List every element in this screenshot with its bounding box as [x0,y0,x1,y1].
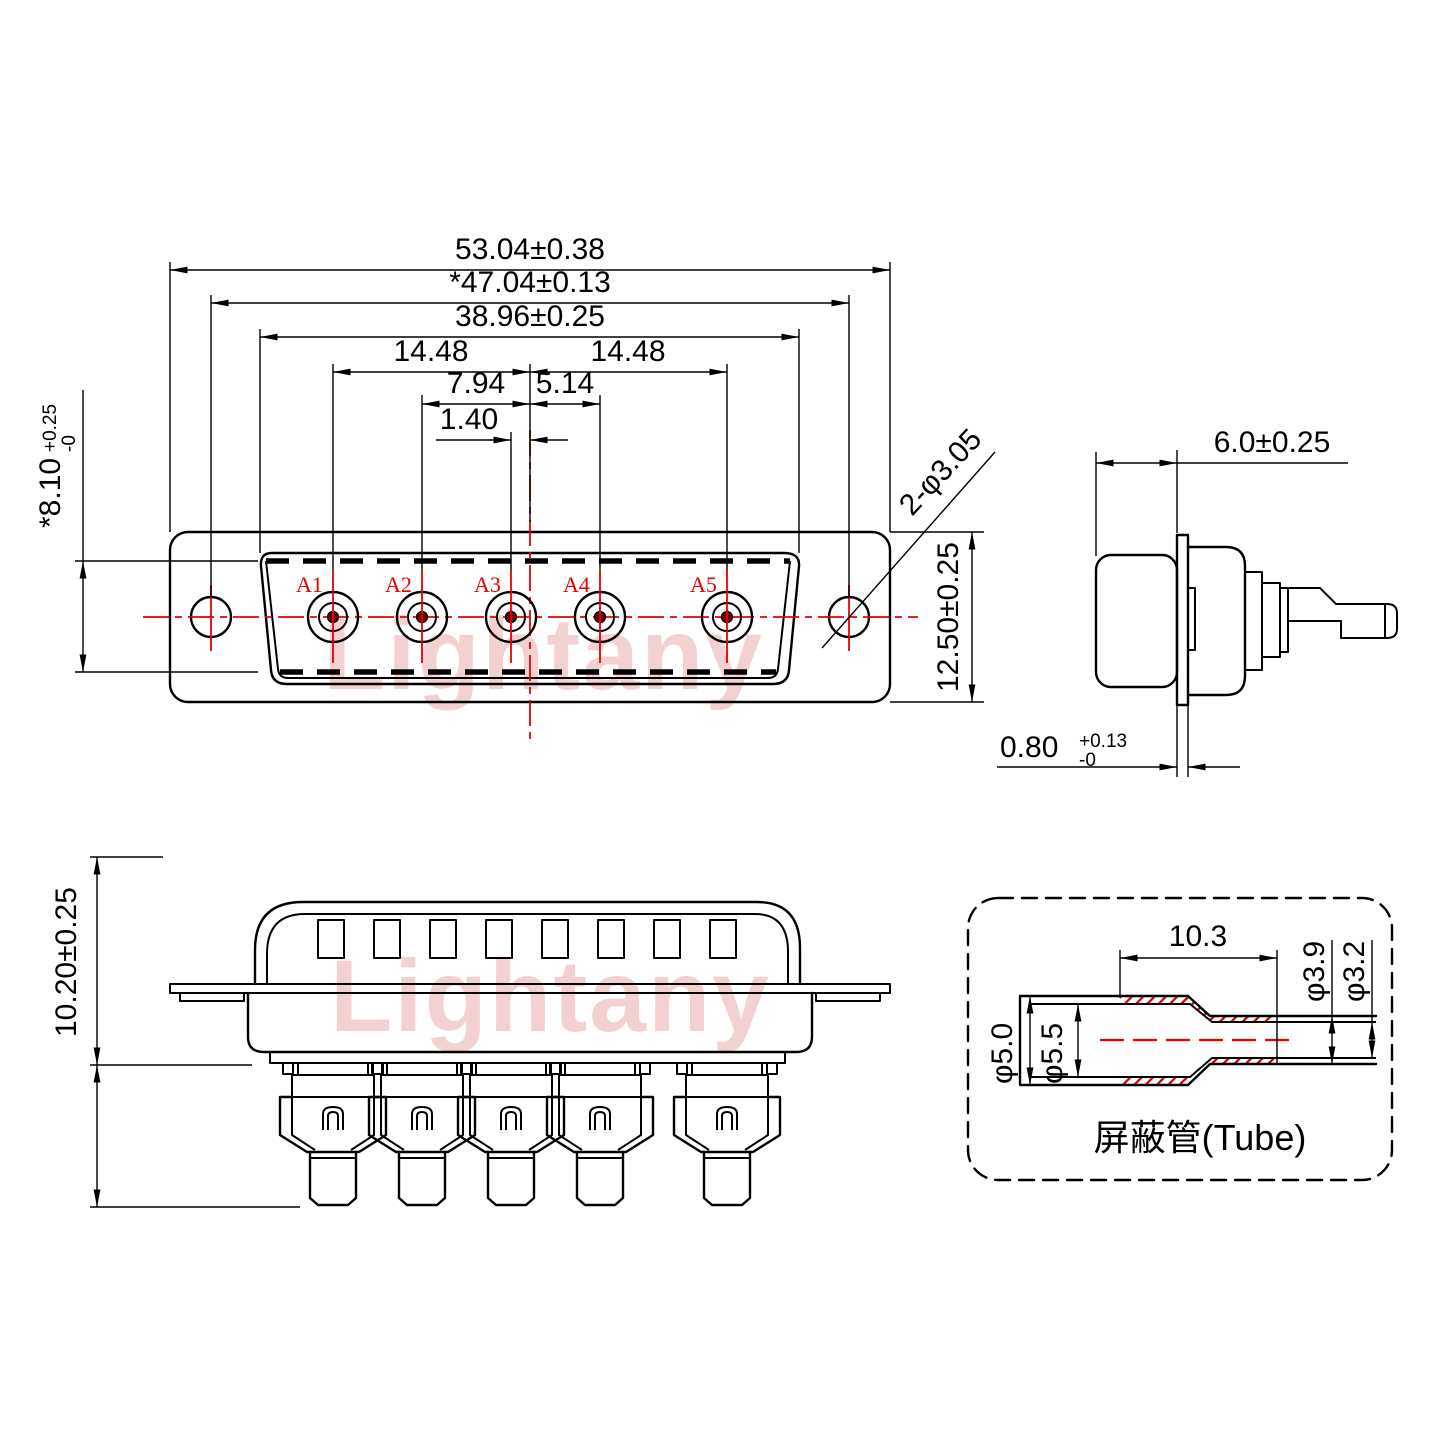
dim-center-a4: 5.14 [536,367,594,400]
dim-hole-span: *47.04±0.13 [449,266,611,299]
side-step3 [1279,587,1289,653]
shell-outer-profile [253,900,802,986]
side-insulator-bar [1188,587,1196,651]
pin-label-a5: A5 [690,572,717,597]
crimp-terminal-a5 [672,1061,782,1207]
tube-caption: 屏蔽管(Tube) [1094,1117,1307,1158]
svg-text:*8.10: *8.10 [34,458,67,528]
shell-slot-8 [709,919,737,959]
side-step2 [1261,582,1281,658]
svg-text:-0: -0 [59,435,80,452]
side-view: 6.0±0.25 0.80 +0.13 -0 [997,426,1398,777]
side-rear-body [1186,545,1247,697]
front-view: A1 A2 A3 A4 A5 [34,233,996,745]
shell-slot-2 [373,919,401,959]
dim-a3-center: 1.40 [440,403,498,436]
tube-detail-view: 10.3 φ3.9 φ3.2 φ5.0 φ5.5 屏蔽管(Tube) [966,896,1394,1182]
tube-wall-hatch-bottom [1120,1058,1277,1085]
pin-label-a4: A4 [563,572,590,597]
dim-shrink-length: 10.3 [1169,920,1227,953]
dim-overall-width: 53.04±0.38 [455,233,605,266]
shell-slot-4 [485,919,513,959]
tube-wall-hatch-top [1120,996,1277,1022]
svg-text:10.20±0.25: 10.20±0.25 [50,887,83,1037]
pin-label-a2: A2 [385,572,412,597]
svg-text:φ3.9: φ3.9 [1298,941,1331,1002]
side-extension-lines [1095,450,1189,777]
dim-flange-tol-minus: -0 [1079,750,1096,771]
side-flange-plate [1175,533,1190,707]
svg-text:φ5.5: φ5.5 [1036,1023,1069,1084]
shell-slot-7 [653,919,681,959]
pin-label-a3: A3 [474,572,501,597]
tube-detail-border [966,896,1394,1182]
side-solder-tail [1287,587,1398,639]
tube-extension-lines [1119,940,1373,1063]
dim-opening-height: *8.10 +0.25 -0 [34,404,80,528]
bottom-view: 10.20±0.25 [50,856,891,1208]
front-dimension-lines [79,266,996,702]
svg-text:12.50±0.25: 12.50±0.25 [932,542,965,692]
svg-text:+0.25: +0.25 [40,404,61,452]
label-mount-holes: 2-φ3.05 [893,423,988,522]
pin-label-a1: A1 [296,572,323,597]
flange-tab-left [179,992,245,1002]
svg-text:φ3.2: φ3.2 [1338,941,1371,1002]
dim-body-height: 12.50±0.25 [932,542,965,692]
side-step1 [1244,571,1263,671]
dim-flange-tol-plus: +0.13 [1079,731,1127,752]
dim-small-outer: φ3.9 [1298,941,1331,1002]
bottom-extension-lines [90,856,300,1208]
dim-terminal-length: 10.20±0.25 [50,887,83,1037]
tube-outer-profile [1018,994,1378,1087]
svg-text:φ5.0: φ5.0 [986,1023,1019,1084]
flange-tab-right [815,992,881,1002]
side-front-body [1094,553,1179,689]
dim-a2-center: 7.94 [447,367,505,400]
dim-large-outer: φ5.0 [986,1023,1019,1084]
dim-small-inner: φ3.2 [1338,941,1371,1002]
dim-front-depth: 6.0±0.25 [1214,426,1331,459]
dim-large-inner: φ5.5 [1036,1023,1069,1084]
tube-inner-profile [1030,1003,1376,1078]
dim-dshell-width: 38.96±0.25 [455,300,605,333]
flange-edge [169,983,891,994]
shell-slot-1 [317,919,345,959]
shell-slot-3 [429,919,457,959]
dim-a1-center: 14.48 [393,335,468,368]
d-shell-inner [265,560,791,679]
front-extension-lines [75,262,984,703]
rear-body-profile [246,991,814,1054]
dim-flange-thickness: 0.80 [1000,731,1058,764]
d-shell-outer [259,551,801,686]
shell-inner-profile [266,913,789,984]
shell-slot-5 [541,919,569,959]
rear-body-base-plate [269,1051,786,1064]
shell-slot-6 [597,919,625,959]
svg-text:2-φ3.05: 2-φ3.05 [893,423,988,522]
dim-center-a5: 14.48 [590,335,665,368]
